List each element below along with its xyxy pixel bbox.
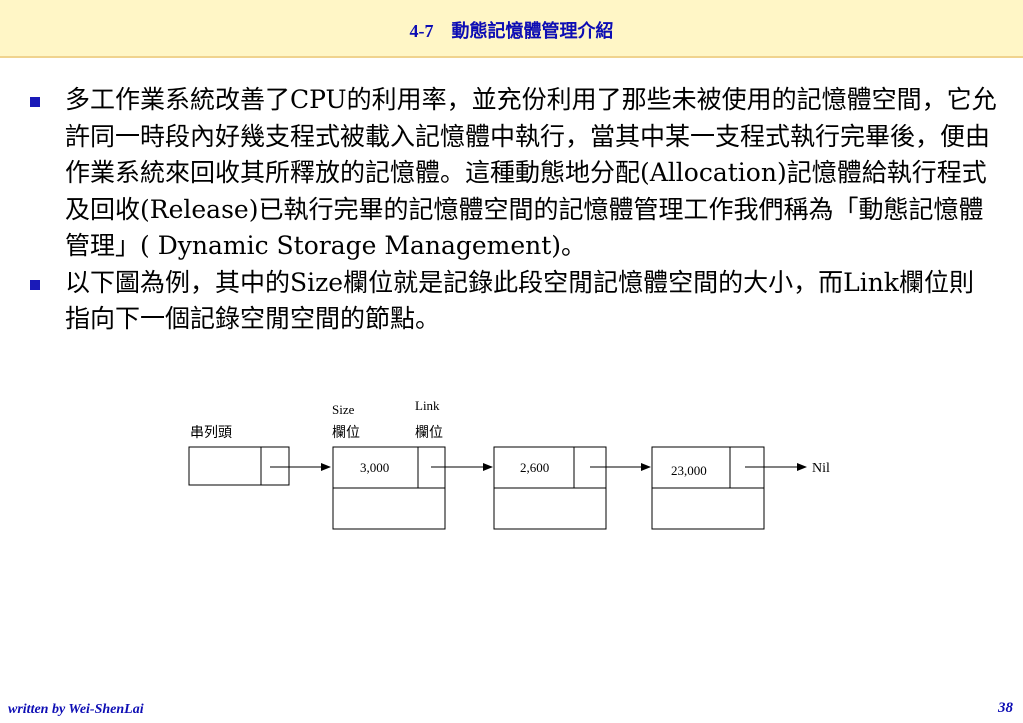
- bullet-text-2: 以下圖為例，其中的Size欄位就是記錄此段空閒記憶體空間的大小，而Link欄位則…: [65, 267, 974, 334]
- list-node: 23,000: [651, 446, 765, 530]
- list-node: 2,600: [493, 446, 607, 530]
- nil-label: Nil: [812, 461, 830, 476]
- link-field-label-2: 欄位: [415, 425, 443, 441]
- bullet-text-1: 多工作業系統改善了CPU的利用率，並充份利用了那些未被使用的記憶體空間，它允許同…: [65, 85, 997, 260]
- size-field-label-2: 欄位: [332, 425, 360, 441]
- list-head-label: 串列頭: [190, 425, 232, 441]
- node-size-value: 2,600: [520, 460, 549, 475]
- link-field-label: Link: [415, 398, 440, 413]
- square-bullet-icon: [30, 97, 40, 107]
- title-bar: 4-7 動態記憶體管理介紹: [0, 0, 1023, 58]
- node-size-value: 23,000: [671, 463, 707, 478]
- footer-author: written by Wei-ShenLai: [8, 702, 144, 717]
- node-size-value: 3,000: [360, 460, 389, 475]
- size-field-label: Size: [332, 402, 355, 417]
- bullet-list: 多工作業系統改善了CPU的利用率，並充份利用了那些未被使用的記憶體空間，它允許同…: [30, 82, 1015, 338]
- linked-list-diagram: 串列頭 Size 欄位 Link 欄位 3,000 2,600 23,000 N…: [188, 398, 830, 530]
- list-head-box: [188, 446, 290, 486]
- page-number: 38: [998, 700, 1013, 716]
- slide-title: 4-7 動態記憶體管理介紹: [409, 21, 614, 41]
- bullet-item: 以下圖為例，其中的Size欄位就是記錄此段空閒記憶體空間的大小，而Link欄位則…: [30, 265, 1015, 338]
- bullet-item: 多工作業系統改善了CPU的利用率，並充份利用了那些未被使用的記憶體空間，它允許同…: [30, 82, 1015, 265]
- list-node: 3,000: [332, 446, 446, 530]
- square-bullet-icon: [30, 279, 40, 290]
